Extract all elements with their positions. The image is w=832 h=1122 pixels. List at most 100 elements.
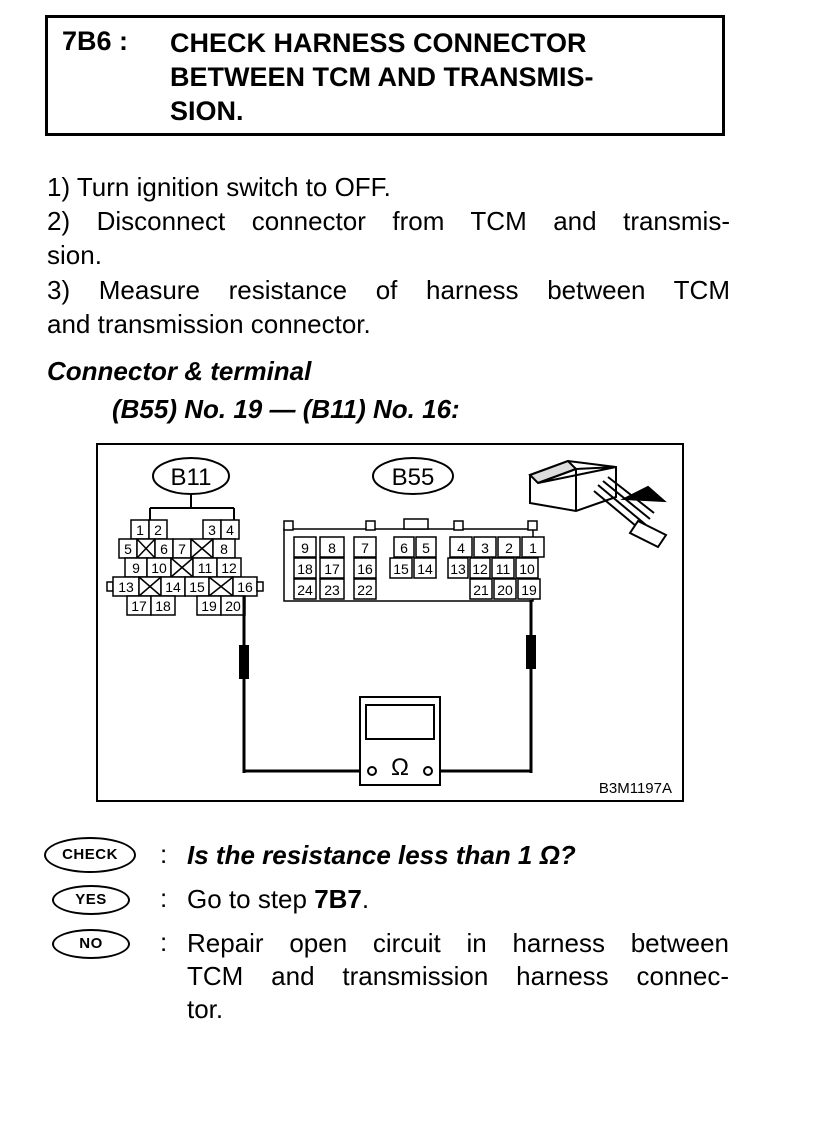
b55-pin: 3 <box>481 540 489 556</box>
pin-cell <box>493 578 517 600</box>
connector-heading: Connector & terminal <box>47 356 312 386</box>
b11-pin: 13 <box>118 579 134 595</box>
b55-pin: 4 <box>457 540 465 556</box>
pin-cell <box>449 536 473 558</box>
step-title: CHECK HARNESS CONNECTOR BETWEEN TCM AND … <box>170 26 593 128</box>
pin-cell <box>393 536 415 558</box>
pin-cell <box>491 557 515 579</box>
step-code: 7B6 : <box>62 26 129 56</box>
pin-cell <box>521 536 545 558</box>
b55-label: B55 <box>392 464 435 491</box>
pin-cell <box>293 557 317 579</box>
b55-pin: 10 <box>519 561 535 577</box>
b55-pin: 1 <box>529 540 537 556</box>
connector-terminals: (B55) No. 19 — (B11) No. 16: <box>112 394 460 424</box>
pin-cell <box>415 536 437 558</box>
yes-prefix: Go to step <box>187 884 315 914</box>
b11-pin: 19 <box>201 598 217 614</box>
pin-cell <box>447 557 469 579</box>
no-answer-line: TCM and transmission harness connec- <box>187 961 729 991</box>
b11-pin: 5 <box>124 541 132 557</box>
step-header-box: 7B6 : CHECK HARNESS CONNECTOR BETWEEN TC… <box>45 15 725 136</box>
b55-pin: 8 <box>328 540 336 556</box>
check-badge: CHECK <box>44 837 136 873</box>
pin-cell <box>469 578 493 600</box>
b55-pin: 15 <box>393 561 409 577</box>
b55-pin: 23 <box>324 582 340 598</box>
b11-pin: 16 <box>237 579 253 595</box>
pin-cell <box>319 536 345 558</box>
b55-pin: 6 <box>400 540 408 556</box>
b55-pin: 17 <box>324 561 340 577</box>
pin-cell <box>293 578 317 600</box>
b55-pin: 22 <box>357 582 373 598</box>
b11-pin: 7 <box>178 541 186 557</box>
yes-step: 7B7 <box>314 884 362 914</box>
b55-pin: 2 <box>505 540 513 556</box>
instruction-3-cont: and transmission connector. <box>47 309 371 339</box>
b11-pin: 4 <box>226 522 234 538</box>
b11-pin: 11 <box>198 560 213 576</box>
no-answer-line: Repair open circuit in harness between <box>187 928 729 958</box>
connector-illustration-icon <box>528 459 668 549</box>
pin-cell <box>293 536 317 558</box>
b55-pin: 11 <box>496 561 511 577</box>
step-title-line: CHECK HARNESS CONNECTOR <box>170 28 587 58</box>
b11-pin: 9 <box>132 560 140 576</box>
pin-cell <box>389 557 413 579</box>
b55-pin: 20 <box>497 582 513 598</box>
b55-pin: 13 <box>450 561 466 577</box>
pin-cell <box>353 578 377 600</box>
b55-label-oval <box>372 457 454 495</box>
b11-pin: 8 <box>220 541 228 557</box>
b11-label: B11 <box>171 464 212 491</box>
no-badge: NO <box>52 929 130 959</box>
pin-cell <box>497 536 521 558</box>
step-title-line: SION. <box>170 96 244 126</box>
b55-pin: 18 <box>297 561 313 577</box>
instruction-1: 1) Turn ignition switch to OFF. <box>47 172 391 202</box>
b11-pin: 14 <box>165 579 181 595</box>
yes-badge: YES <box>52 885 130 915</box>
b11-pin: 12 <box>221 560 237 576</box>
pin-cell <box>353 536 377 558</box>
b55-pin: 7 <box>361 540 369 556</box>
pin-cell <box>319 578 345 600</box>
no-answer: Repair open circuit in harness between T… <box>187 927 729 1026</box>
meter-wiring <box>239 600 536 773</box>
b55-pin: 5 <box>422 540 430 556</box>
instruction-3: 3) Measure resistance of harness between… <box>47 275 730 305</box>
b11-pin: 18 <box>155 598 171 614</box>
b55-pin: 19 <box>521 582 537 598</box>
yes-answer: Go to step 7B7. <box>187 883 369 916</box>
b11-pin: 6 <box>160 541 168 557</box>
yes-suffix: . <box>361 884 370 914</box>
b55-pin: 24 <box>297 582 313 598</box>
b55-pin: 9 <box>301 540 309 556</box>
b11-pin: 1 <box>136 522 144 538</box>
pin-cell <box>469 557 491 579</box>
b11-pin: 20 <box>225 598 241 614</box>
pin-cell <box>319 557 345 579</box>
b11-pin: 10 <box>151 560 167 576</box>
instruction-2-cont: sion. <box>47 240 102 270</box>
check-question: Is the resistance less than 1 Ω? <box>187 840 576 870</box>
pin-cell <box>517 578 541 600</box>
no-answer-line: tor. <box>187 994 224 1024</box>
ohmmeter-icon: Ω <box>359 696 441 786</box>
step-title-line: BETWEEN TCM AND TRANSMIS- <box>170 62 594 92</box>
pin-cell <box>353 557 377 579</box>
pin-cell <box>413 557 437 579</box>
b11-pin: 17 <box>131 598 147 614</box>
figure-code: B3M1197A <box>599 780 672 797</box>
instruction-2: 2) Disconnect connector from TCM and tra… <box>47 206 730 236</box>
b11-pin: 3 <box>208 522 216 538</box>
b55-pin: 21 <box>473 582 489 598</box>
pin-cell <box>473 536 497 558</box>
b55-pin: 14 <box>417 561 433 577</box>
b55-pin: 12 <box>472 561 488 577</box>
b11-pin: 15 <box>189 579 205 595</box>
